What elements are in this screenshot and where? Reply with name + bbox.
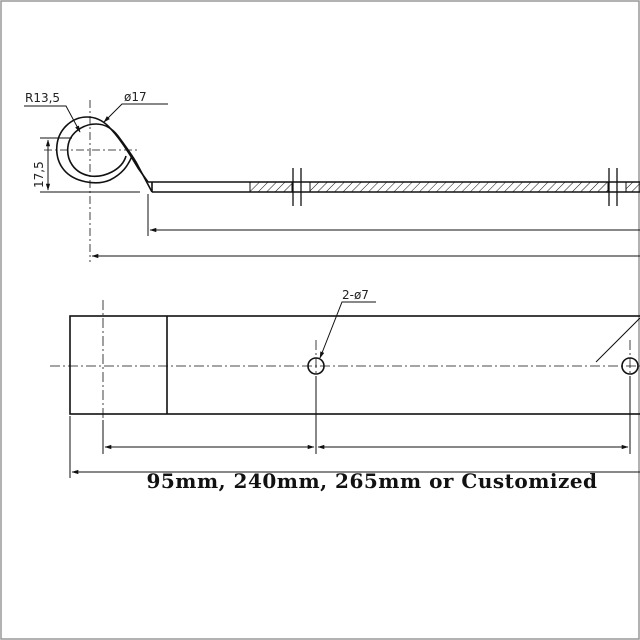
eye-inner-curve (66, 123, 153, 193)
eye-outer-curve (55, 116, 149, 184)
strap-outline (69, 315, 640, 415)
eye-height-dimension (40, 137, 140, 193)
section-hatch-1 (249, 181, 293, 193)
side-view-hole-marks (292, 168, 618, 206)
top-view-centerlines (50, 300, 640, 424)
hole-label: 2-ø7 (342, 288, 369, 302)
section-hatch-3 (625, 181, 640, 193)
radius-label: R13,5 (25, 91, 60, 105)
eye-centerlines (44, 100, 140, 262)
side-length-dimensions (91, 194, 640, 259)
top-length-dimensions (69, 376, 640, 478)
radius-leader (24, 105, 81, 133)
eye-height-label: 17,5 (32, 161, 46, 188)
top-view (69, 315, 640, 415)
size-caption: 95mm, 240mm, 265mm or Customized (146, 469, 597, 493)
eye-diameter-label: ø17 (124, 90, 147, 104)
side-view (55, 116, 640, 193)
diameter-leader (103, 103, 168, 123)
section-hatch-2 (309, 181, 609, 193)
hole-leaders (319, 301, 640, 363)
